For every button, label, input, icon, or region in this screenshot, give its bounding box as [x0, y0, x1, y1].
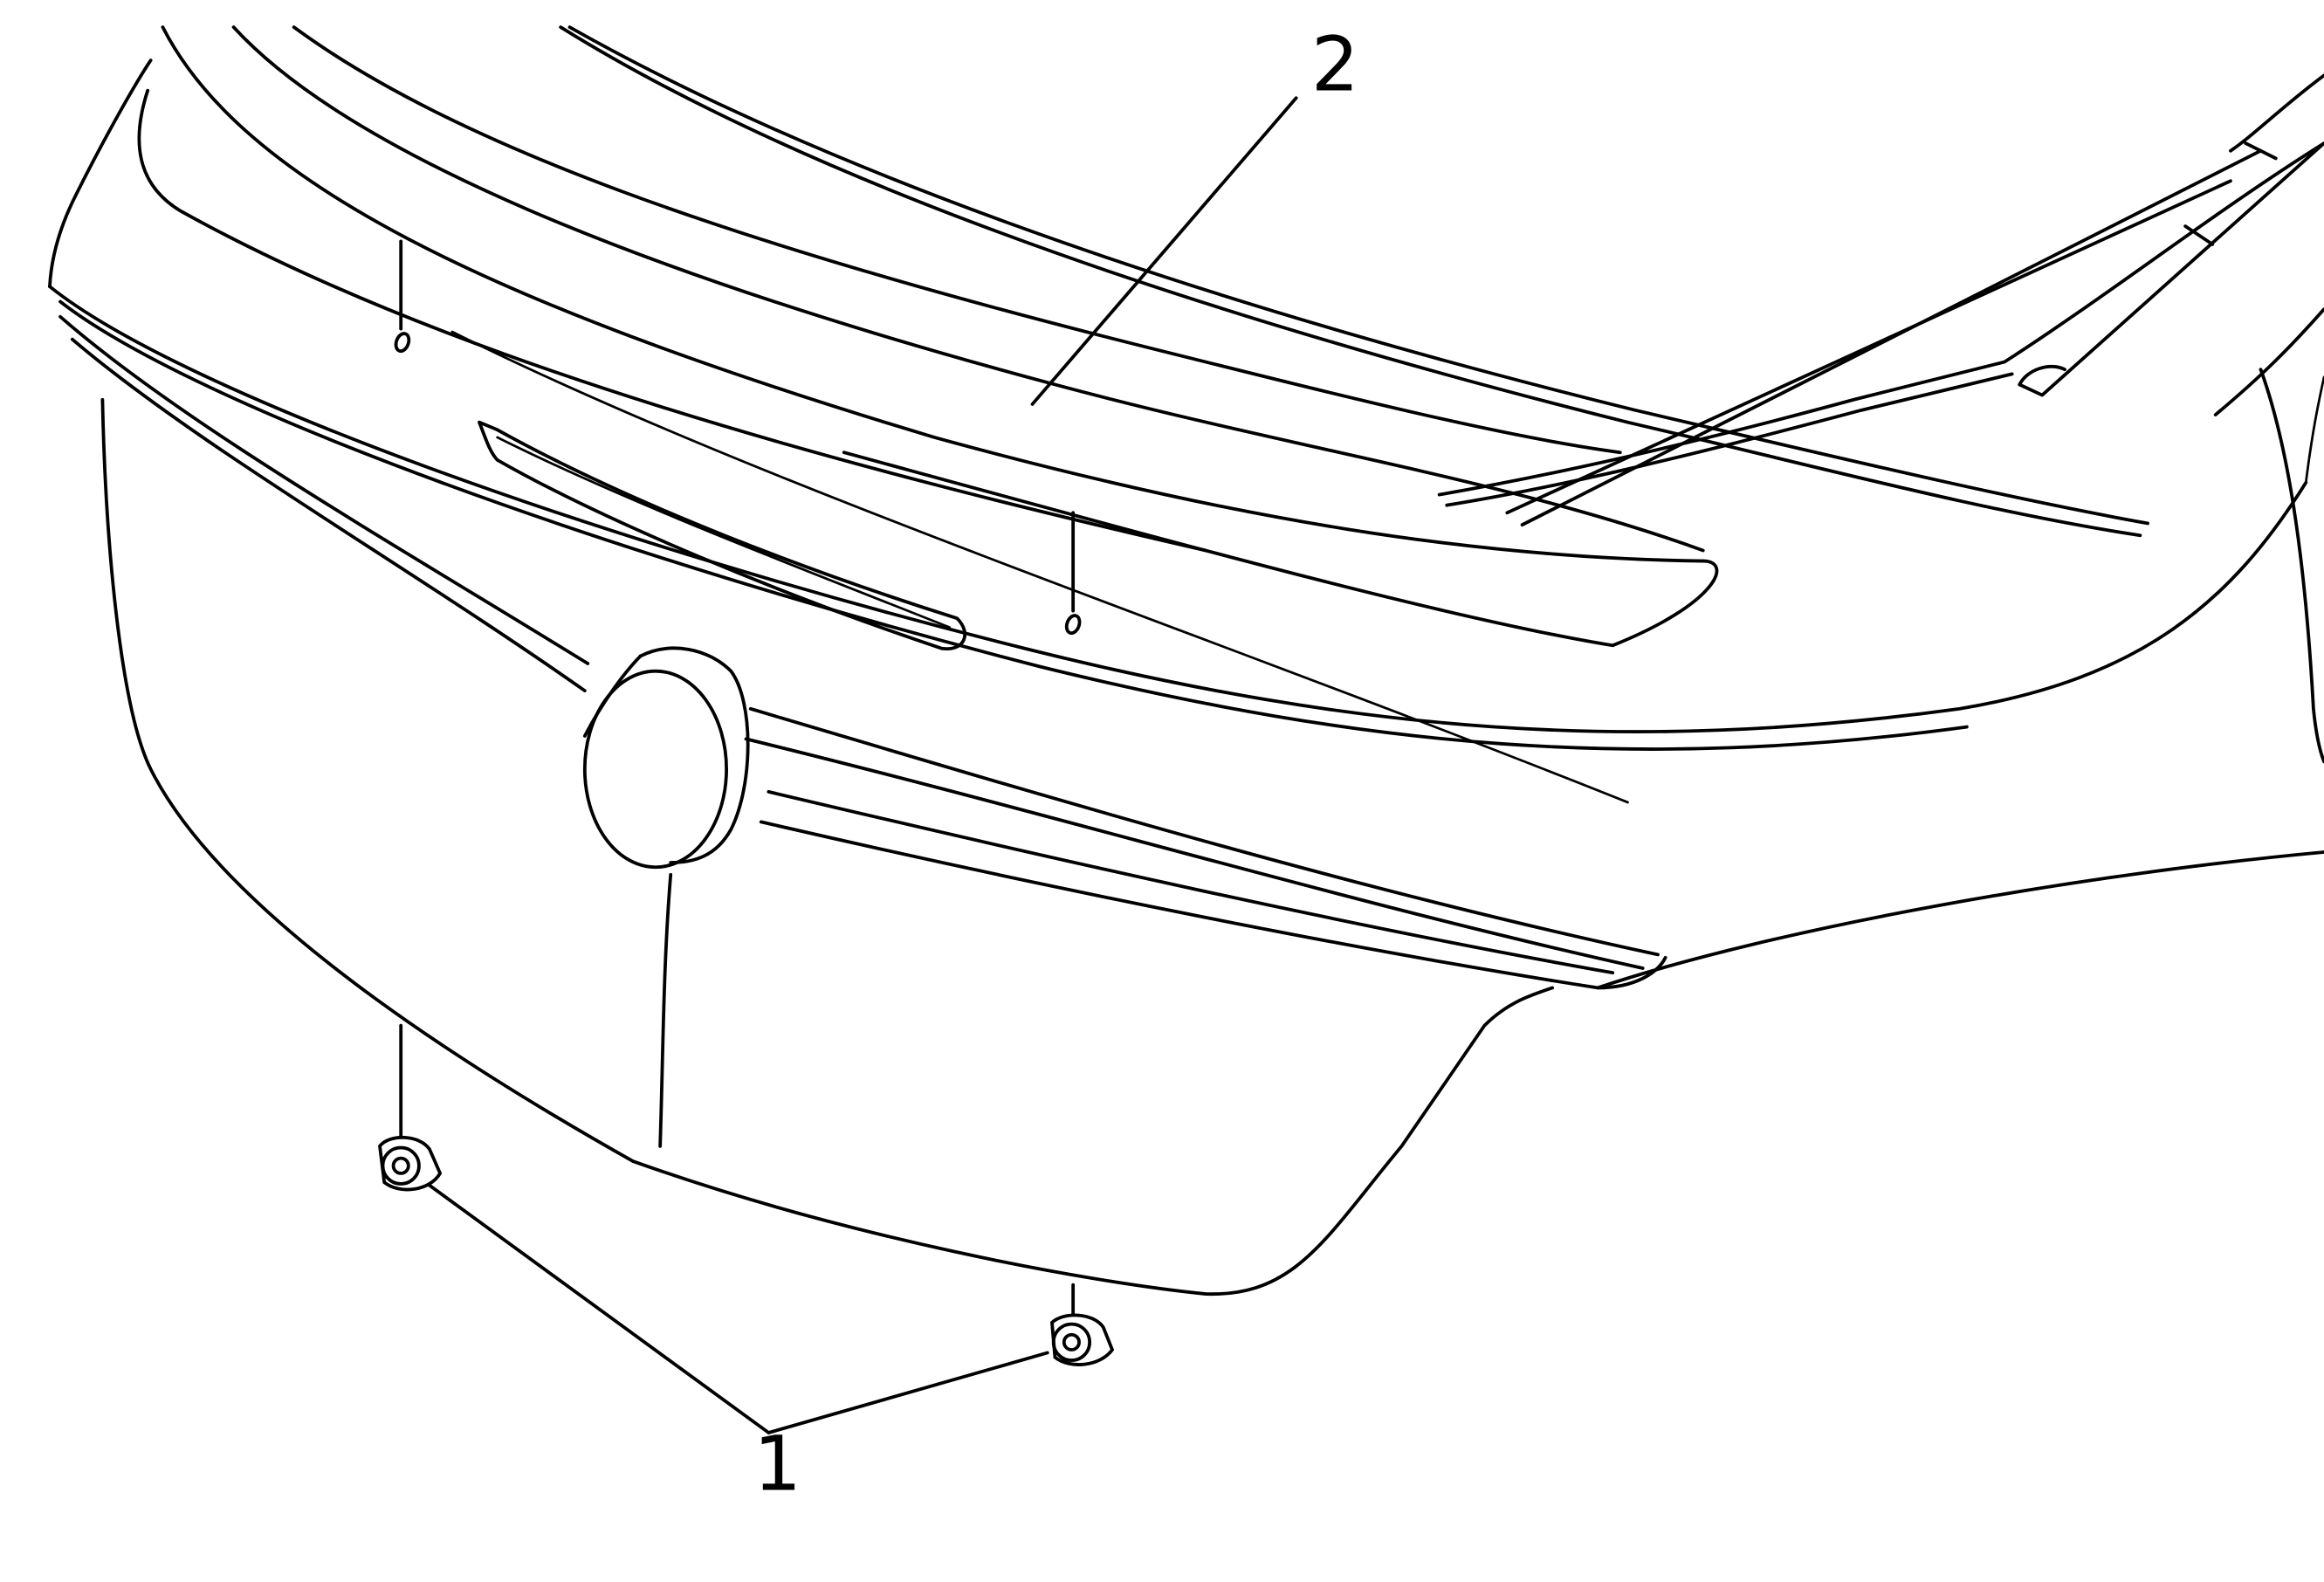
push-pin-fastener-right [1050, 1313, 1115, 1366]
fastener-hole-left [394, 332, 411, 354]
callout-label-2: 2 [1311, 22, 1359, 109]
lift-strut [1437, 73, 2324, 527]
lower-fasteners [378, 1023, 1115, 1366]
leader-line-1b [767, 1351, 1049, 1434]
callout-1: 1 [428, 1183, 1049, 1509]
callout-2: 2 [1030, 22, 1359, 406]
emblem [582, 646, 750, 870]
bumper-fascia [48, 58, 2324, 1296]
leader-line-2 [1030, 96, 1298, 406]
leader-line-1a [428, 1183, 771, 1434]
fastener-hole-center [1064, 614, 1082, 636]
trim-molding [58, 314, 1667, 990]
trunk-lid [137, 25, 2149, 648]
upper-fasteners [394, 239, 1082, 1148]
reflector-strip [478, 420, 967, 650]
callout-label-1: 1 [753, 1421, 801, 1509]
push-pin-fastener-left [378, 1135, 443, 1192]
